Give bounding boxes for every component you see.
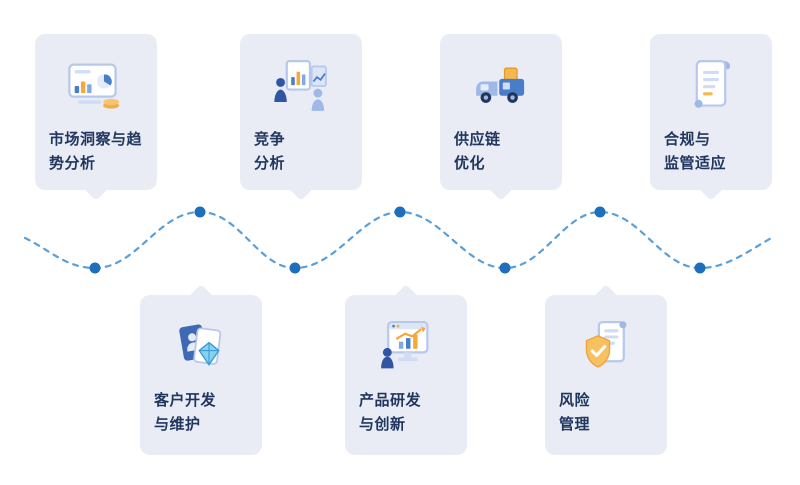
card-label: 产品研发 与创新: [359, 392, 422, 433]
card-label: 市场洞察与趋 势分析: [49, 131, 143, 172]
timeline-dot: [289, 262, 301, 274]
timeline-dot: [499, 262, 511, 274]
supply-truck-icon: [468, 54, 534, 118]
card-label: 供应链 优化: [454, 131, 501, 172]
risk-shield-icon: [573, 315, 639, 379]
card-risk-management: 风险 管理: [545, 295, 667, 455]
card-label: 竞争 分析: [254, 131, 286, 172]
card-label: 风险 管理: [559, 392, 591, 433]
product-innovation-icon: [373, 315, 439, 379]
timeline-dot: [694, 262, 706, 274]
timeline-dashed-line: [23, 210, 777, 270]
card-supply-chain: 供应链 优化: [440, 34, 562, 190]
card-customer-development: 客户开发 与维护: [140, 295, 262, 455]
timeline-dot: [394, 206, 406, 218]
timeline-dot: [194, 206, 206, 218]
competition-analysis-icon: [268, 54, 334, 118]
card-label: 客户开发 与维护: [154, 392, 217, 433]
compliance-scroll-icon: [678, 54, 744, 118]
customer-cards-icon: [168, 315, 234, 379]
timeline-wave: [23, 206, 777, 274]
card-compliance: 合规与 监管适应: [650, 34, 772, 190]
card-label: 合规与 监管适应: [664, 131, 727, 172]
market-dashboard-icon: [63, 54, 129, 118]
card-market-insight: 市场洞察与趋 势分析: [35, 34, 157, 190]
card-competition-analysis: 竞争 分析: [240, 34, 362, 190]
timeline-dot: [594, 206, 606, 218]
card-product-innovation: 产品研发 与创新: [345, 295, 467, 455]
timeline-dot: [89, 262, 101, 274]
